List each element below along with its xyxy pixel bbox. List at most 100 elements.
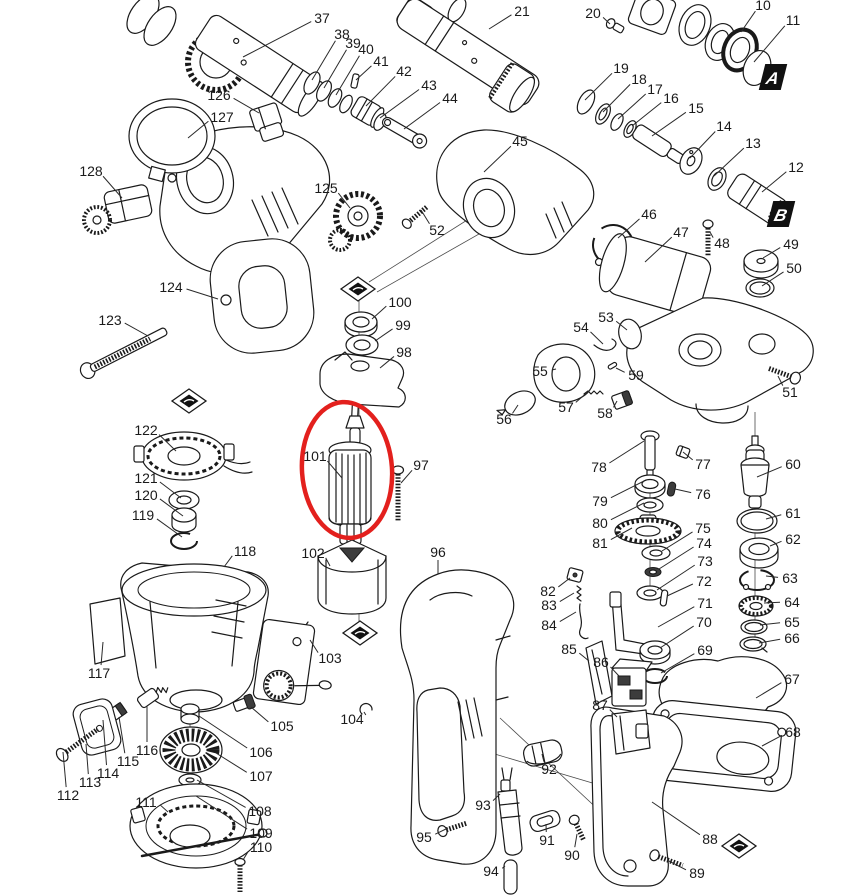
leader-line-11 (753, 25, 786, 63)
part-label-122: 122 (134, 422, 158, 438)
leader-line-99 (374, 328, 393, 342)
leader-line-59 (615, 367, 625, 373)
armature-artwork (328, 403, 372, 567)
part-label-111: 111 (135, 794, 156, 810)
part-label-114: 114 (97, 765, 120, 781)
leader-line-108 (196, 779, 246, 808)
leader-line-109 (195, 795, 248, 830)
part-label-59: 59 (628, 367, 644, 383)
motor-column-artwork (265, 311, 406, 715)
part-label-123: 123 (98, 312, 122, 328)
part-label-113: 113 (79, 774, 102, 790)
leader-line-123 (124, 322, 149, 337)
part-label-92: 92 (541, 761, 557, 777)
leader-line-58 (613, 400, 618, 408)
leader-line-114 (102, 719, 107, 766)
part-label-80: 80 (592, 515, 608, 531)
leader-line-65 (759, 622, 781, 626)
chuck-column-artwork (736, 435, 779, 653)
part-label-98: 98 (396, 344, 412, 360)
leader-line-72 (666, 583, 694, 597)
leader-line-84 (559, 611, 577, 622)
leader-line-118 (223, 555, 233, 568)
motor-housing-artwork (89, 562, 332, 713)
leader-line-77 (682, 451, 694, 461)
section-marker-B: B (766, 201, 796, 227)
part-label-100: 100 (388, 294, 412, 310)
leader-line-40 (335, 55, 360, 96)
leader-line-19 (584, 72, 613, 101)
leader-line-102 (325, 557, 331, 567)
part-label-68: 68 (785, 724, 801, 740)
leader-line-12 (761, 171, 787, 193)
part-label-62: 62 (785, 531, 801, 547)
leader-line-46 (617, 218, 640, 239)
part-label-48: 48 (714, 235, 730, 251)
stator-artwork (317, 539, 387, 615)
part-label-41: 41 (373, 53, 389, 69)
diamond-marker-icon (339, 276, 377, 302)
part-label-112: 112 (57, 787, 80, 803)
part-label-127: 127 (210, 109, 234, 125)
part-label-11: 11 (786, 12, 801, 28)
svg-text:B: B (772, 205, 789, 225)
part-label-79: 79 (592, 493, 608, 509)
highlight-ellipse-part-101 (299, 399, 395, 541)
part-label-37: 37 (314, 10, 330, 26)
leader-line-61 (765, 514, 782, 520)
part-label-60: 60 (785, 456, 801, 472)
part-label-57: 57 (558, 399, 574, 415)
leader-line-80 (610, 502, 645, 521)
leader-line-93 (492, 793, 501, 802)
part-label-110: 110 (250, 839, 273, 855)
part-label-16: 16 (663, 90, 679, 106)
leader-line-110 (242, 851, 249, 861)
leader-line-79 (610, 480, 645, 499)
leader-line-17 (617, 93, 647, 120)
leader-line-47 (644, 236, 673, 263)
diamond-marker-icon (170, 388, 208, 414)
part-label-14: 14 (716, 118, 732, 134)
leader-line-112 (62, 751, 67, 788)
leader-line-49 (762, 247, 781, 259)
part-label-90: 90 (564, 847, 580, 863)
leader-line-122 (158, 434, 177, 452)
part-label-75: 75 (695, 520, 711, 536)
part-label-20: 20 (585, 5, 601, 21)
leader-line-86 (610, 666, 620, 677)
leader-line-107 (215, 752, 248, 773)
leader-line-103 (309, 639, 319, 653)
part-label-77: 77 (695, 456, 711, 472)
part-label-17: 17 (647, 81, 663, 97)
leader-line-75 (661, 531, 693, 552)
crank-housing-artwork (592, 219, 814, 424)
part-label-51: 51 (782, 384, 798, 400)
part-label-116: 116 (136, 742, 159, 758)
leader-line-64 (763, 601, 781, 604)
leader-line-71 (657, 606, 695, 628)
leader-line-89 (666, 859, 687, 871)
rear-handle-left-artwork (79, 238, 315, 380)
part-label-95: 95 (416, 829, 432, 845)
part-label-69: 69 (697, 642, 713, 658)
leader-line-101 (327, 460, 343, 479)
part-label-46: 46 (641, 206, 657, 222)
leader-line-128 (102, 175, 123, 199)
leader-line-125 (337, 192, 351, 209)
part-label-49: 49 (783, 236, 799, 252)
leader-line-74 (658, 546, 694, 570)
leader-line-60 (756, 466, 782, 478)
leader-line-85 (578, 652, 590, 662)
part-label-13: 13 (745, 135, 761, 151)
leader-line-57 (575, 389, 591, 403)
leader-line-106 (198, 715, 248, 749)
part-label-89: 89 (689, 865, 705, 881)
part-label-102: 102 (301, 545, 325, 561)
leader-line-20 (602, 16, 611, 25)
barrel-assembly-artwork (126, 0, 428, 149)
leader-line-111 (160, 804, 169, 813)
handle-housing-artwork (399, 569, 515, 865)
leader-line-16 (631, 102, 662, 127)
leader-line-124 (186, 288, 219, 300)
leader-line-54 (590, 331, 604, 345)
